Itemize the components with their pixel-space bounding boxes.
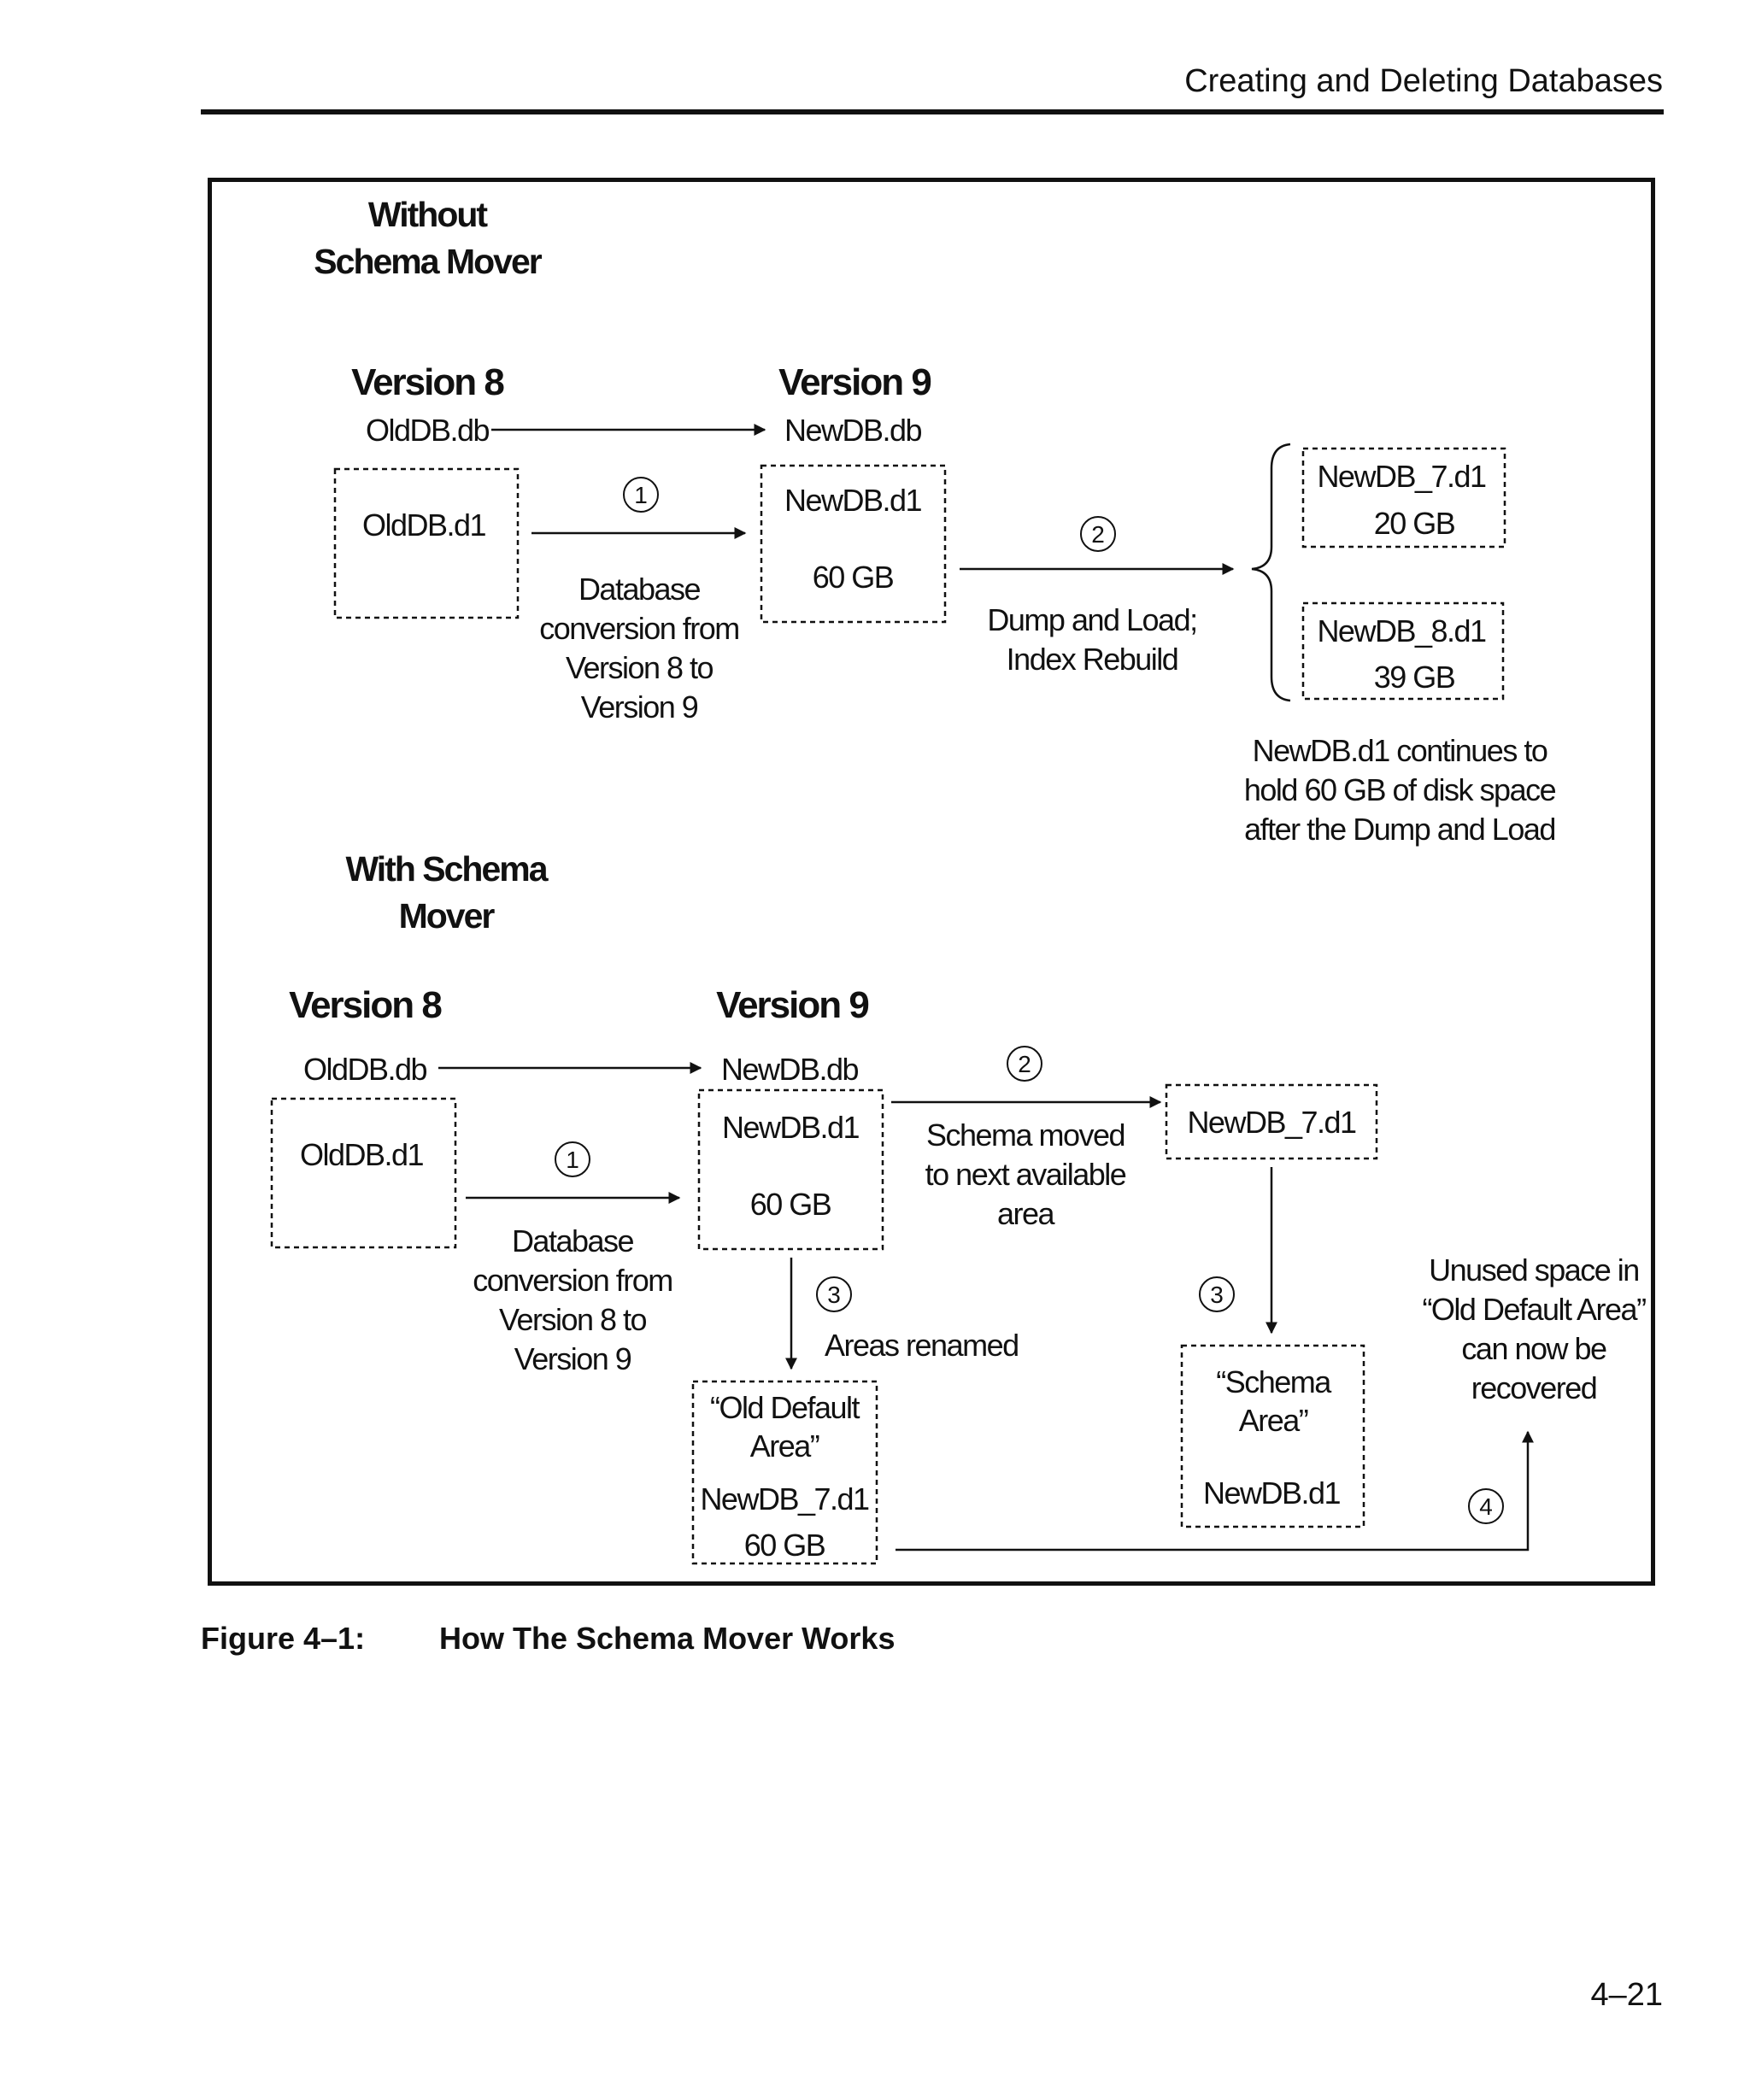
with-unused-note-2: “Old Default Area” bbox=[1422, 1292, 1646, 1327]
with-newdb-size: 60 GB bbox=[750, 1187, 831, 1222]
with-old-default-area-1: “Old Default bbox=[710, 1390, 860, 1425]
with-olddb-d1: OldDB.d1 bbox=[300, 1137, 424, 1172]
without-title-line1: Without bbox=[368, 195, 489, 234]
with-old-default-file: NewDB_7.d1 bbox=[700, 1481, 869, 1516]
with-newdb7: NewDB_7.d1 bbox=[1187, 1105, 1356, 1140]
without-step1-text-3: Version 8 to bbox=[566, 650, 714, 685]
without-title-line2: Schema Mover bbox=[314, 242, 542, 281]
figure-number: Figure 4–1: bbox=[201, 1621, 366, 1656]
with-step3a-circle bbox=[816, 1276, 852, 1312]
with-step3a-number: 3 bbox=[827, 1282, 841, 1308]
with-v8-heading: Version 8 bbox=[289, 984, 442, 1026]
with-step4-arrow bbox=[896, 1430, 1534, 1552]
without-note-2: hold 60 GB of disk space bbox=[1244, 772, 1556, 807]
with-step1-text-1: Database bbox=[512, 1223, 634, 1258]
with-step4-number: 4 bbox=[1479, 1493, 1493, 1520]
without-olddb-d1: OldDB.d1 bbox=[362, 507, 486, 543]
with-step2-number: 2 bbox=[1018, 1051, 1031, 1077]
with-step1-text-3: Version 8 to bbox=[499, 1302, 647, 1337]
with-v9-heading: Version 9 bbox=[716, 984, 868, 1026]
with-old-default-box bbox=[691, 1380, 878, 1565]
with-title-line2: Mover bbox=[399, 896, 496, 936]
with-step3-text: Areas renamed bbox=[825, 1328, 1019, 1363]
page-number: 4–21 bbox=[1590, 1977, 1663, 2013]
with-section: With Schema Mover Version 8 Version 9 Ol… bbox=[270, 849, 1647, 1565]
with-step2-text-2: to next available bbox=[925, 1157, 1126, 1192]
without-step1-number: 1 bbox=[634, 482, 648, 508]
with-old-default-size: 60 GB bbox=[744, 1528, 825, 1563]
with-newdb-d1: NewDB.d1 bbox=[722, 1110, 860, 1145]
figure-title: How The Schema Mover Works bbox=[439, 1621, 896, 1656]
with-step1-circle bbox=[555, 1141, 590, 1177]
with-step2-text-1: Schema moved bbox=[926, 1117, 1125, 1153]
with-step2-circle bbox=[1007, 1046, 1042, 1082]
without-step1-text-1: Database bbox=[578, 572, 701, 607]
without-out2-size: 39 GB bbox=[1374, 660, 1455, 695]
with-step1-text-4: Version 9 bbox=[514, 1341, 631, 1376]
with-step3b-number: 3 bbox=[1210, 1282, 1224, 1308]
without-newdb-size: 60 GB bbox=[813, 560, 894, 595]
without-newdb-db: NewDB.db bbox=[784, 413, 922, 448]
without-olddb-db: OldDB.db bbox=[366, 413, 490, 448]
with-step3b-circle bbox=[1199, 1276, 1235, 1312]
with-title-line1: With Schema bbox=[345, 849, 549, 889]
without-section: Without Schema Mover Version 8 Version 9… bbox=[314, 195, 1557, 847]
without-step2-text-1: Dump and Load; bbox=[987, 602, 1196, 637]
with-old-default-area-2: Area” bbox=[750, 1428, 819, 1464]
without-step2-number: 2 bbox=[1091, 521, 1105, 548]
without-note-3: after the Dump and Load bbox=[1244, 812, 1555, 847]
without-output-brace bbox=[1251, 443, 1291, 702]
without-out2-name: NewDB_8.d1 bbox=[1317, 613, 1486, 648]
with-schema-area-box bbox=[1180, 1344, 1365, 1528]
with-olddb-d1-box bbox=[270, 1097, 457, 1249]
with-unused-note-3: can now be bbox=[1461, 1331, 1606, 1366]
without-v8-heading: Version 8 bbox=[351, 361, 504, 403]
with-olddb-db: OldDB.db bbox=[303, 1052, 427, 1087]
without-note-1: NewDB.d1 continues to bbox=[1253, 733, 1547, 768]
without-step1-text-2: conversion from bbox=[539, 611, 739, 646]
with-newdb-db: NewDB.db bbox=[721, 1052, 859, 1087]
without-step1-text-4: Version 9 bbox=[581, 689, 698, 724]
with-schema-area-2: Area” bbox=[1239, 1403, 1308, 1438]
figure-frame bbox=[208, 178, 1655, 1586]
with-newdb-d1-box bbox=[697, 1088, 884, 1251]
page-header: Creating and Deleting Databases bbox=[1184, 63, 1663, 99]
with-step2-text-3: area bbox=[997, 1196, 1056, 1231]
with-schema-file: NewDB.d1 bbox=[1203, 1475, 1341, 1510]
without-newdb-d1-box bbox=[760, 464, 947, 624]
with-step1-number: 1 bbox=[566, 1147, 579, 1173]
without-out2-box bbox=[1301, 601, 1505, 701]
with-unused-note-4: recovered bbox=[1471, 1370, 1597, 1405]
with-unused-note-1: Unused space in bbox=[1429, 1252, 1639, 1288]
without-out1-size: 20 GB bbox=[1374, 506, 1455, 541]
without-olddb-d1-box bbox=[333, 467, 520, 619]
with-schema-area-1: “Schema bbox=[1216, 1364, 1332, 1399]
without-step1-circle bbox=[623, 477, 659, 513]
without-v9-heading: Version 9 bbox=[778, 361, 931, 403]
with-newdb7-box bbox=[1165, 1083, 1378, 1160]
without-newdb-d1: NewDB.d1 bbox=[784, 483, 922, 518]
without-step2-text-2: Index Rebuild bbox=[1007, 642, 1178, 677]
with-step1-text-2: conversion from bbox=[473, 1263, 672, 1298]
with-step4-circle bbox=[1468, 1488, 1504, 1524]
without-step2-circle bbox=[1080, 516, 1116, 552]
without-out1-name: NewDB_7.d1 bbox=[1317, 459, 1486, 494]
header-rule bbox=[201, 109, 1664, 114]
